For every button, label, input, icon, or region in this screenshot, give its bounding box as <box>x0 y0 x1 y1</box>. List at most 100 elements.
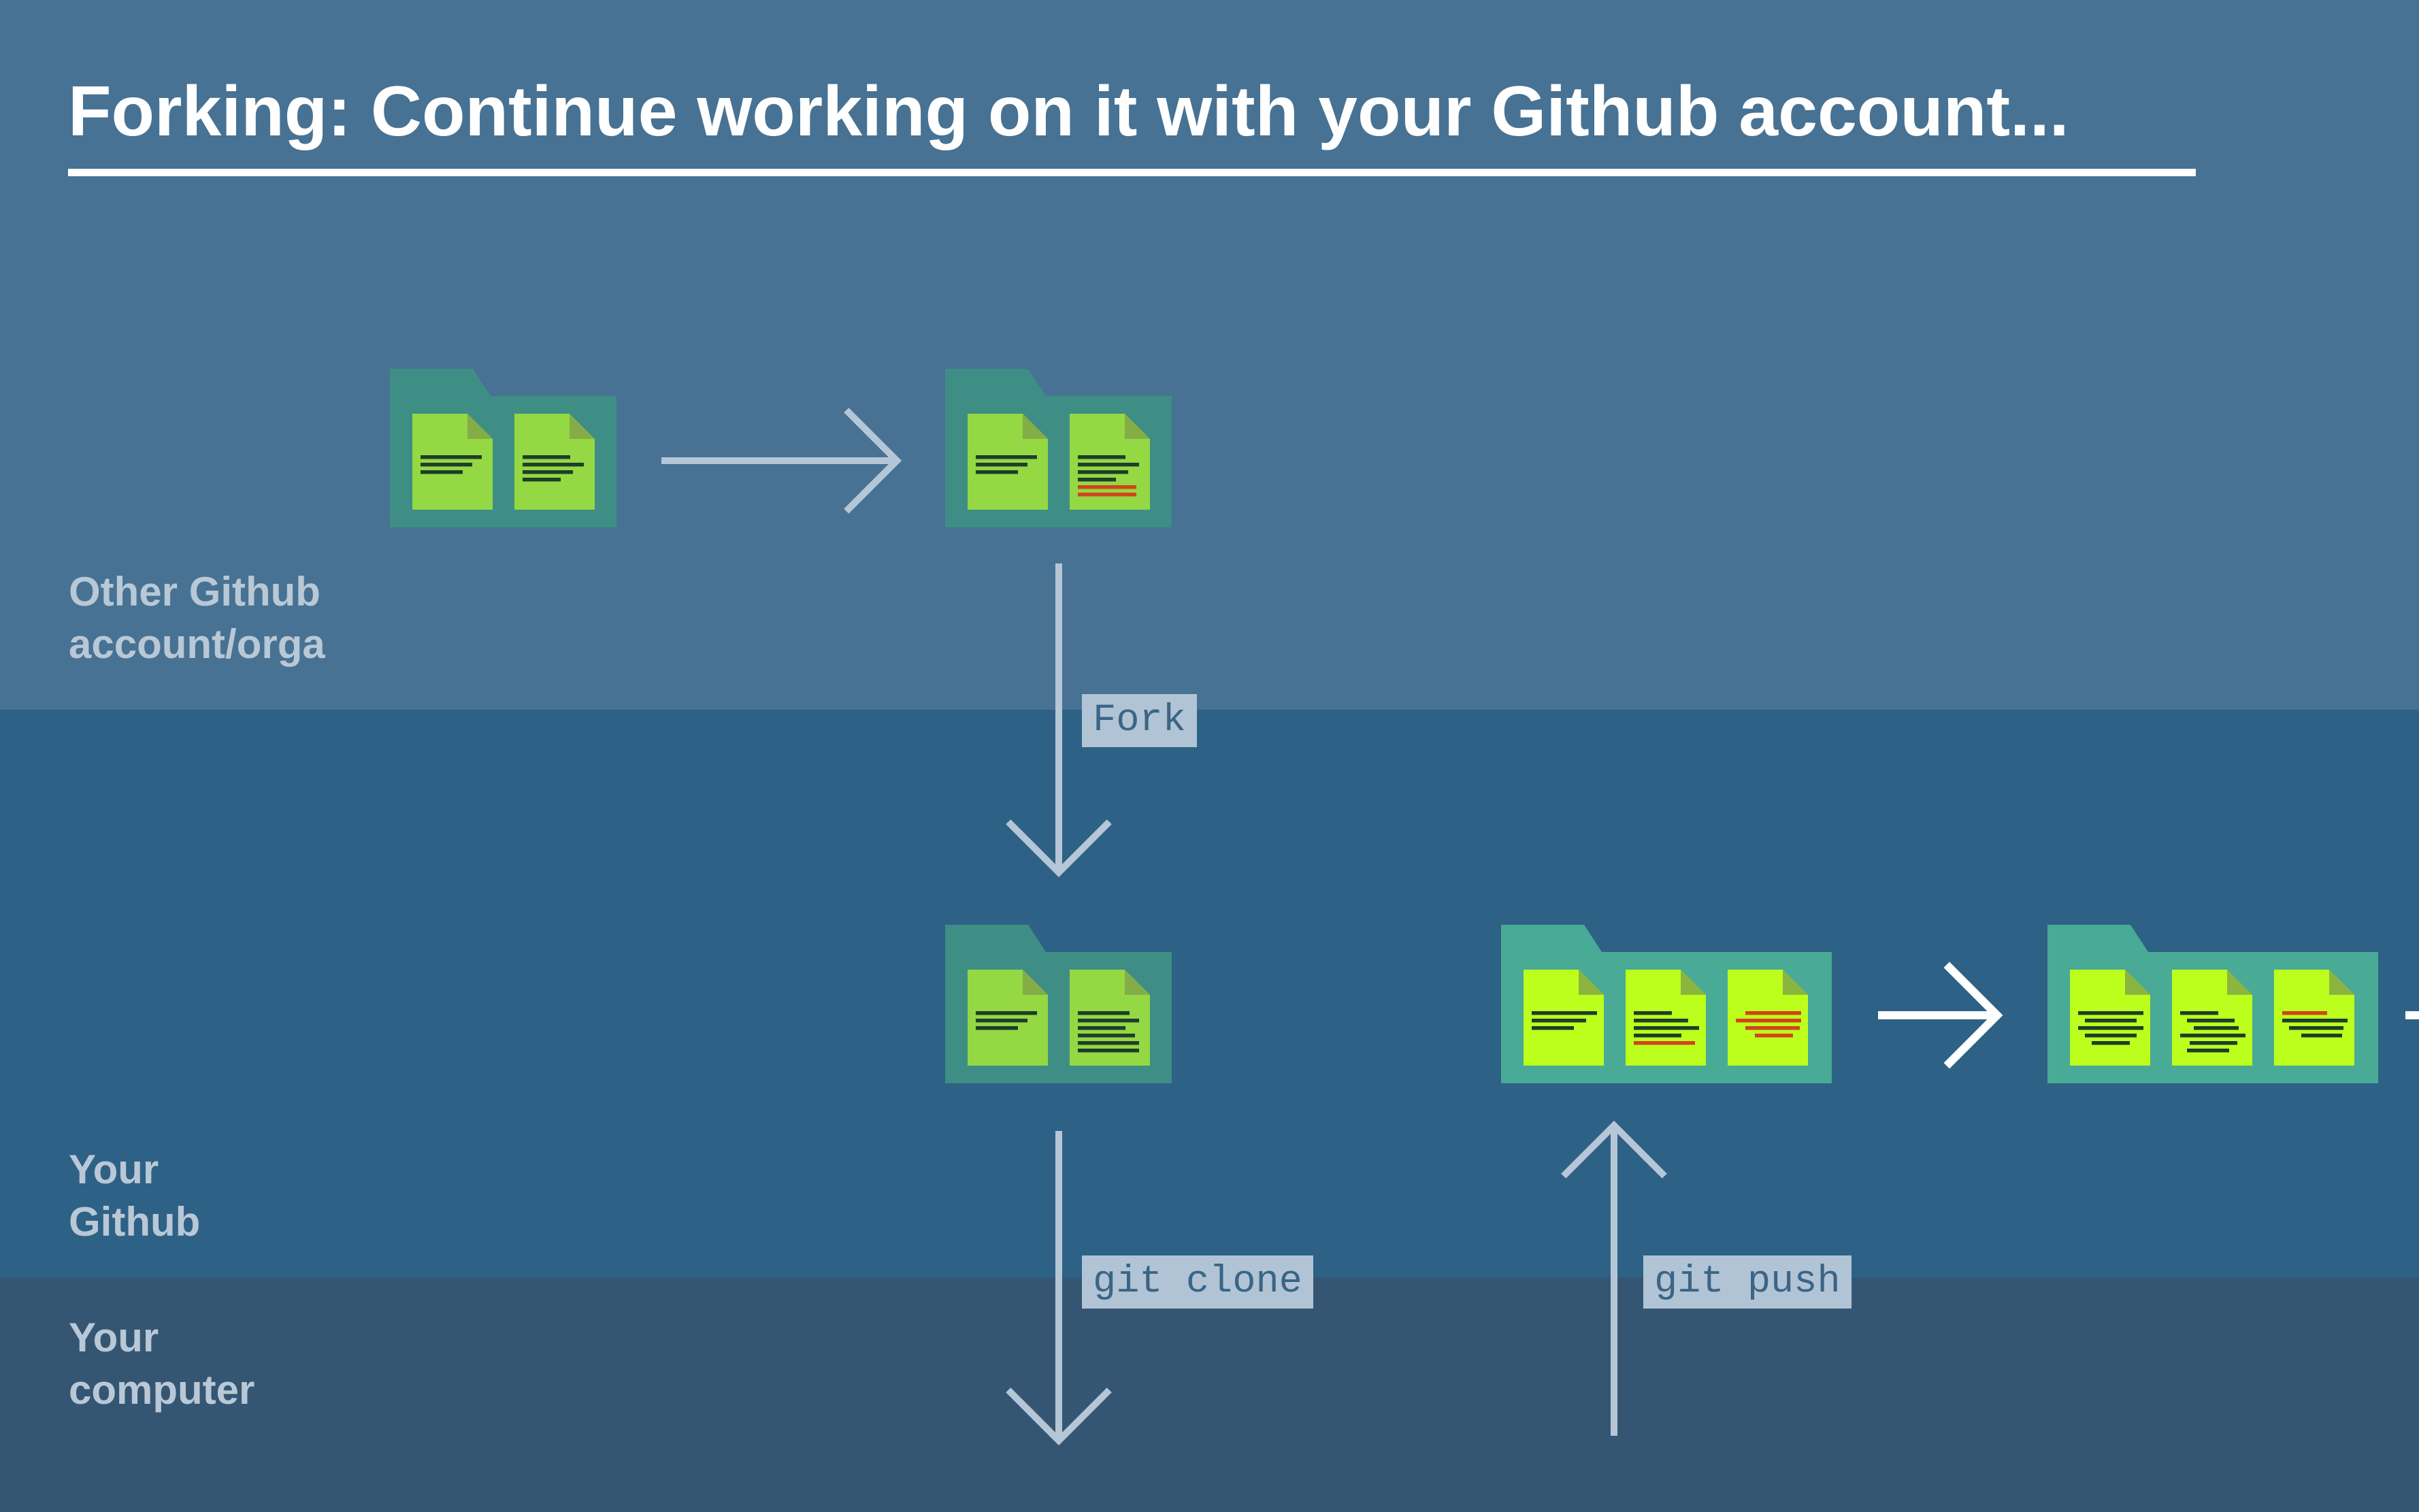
document-icon <box>1524 970 1604 1066</box>
text-line <box>976 1026 1018 1030</box>
document-icon <box>1070 414 1150 510</box>
text-line <box>421 470 463 474</box>
text-line <box>523 463 584 467</box>
text-line <box>523 455 570 459</box>
zone-label-other-line-1: Other Github <box>69 569 320 614</box>
document-corner-fold <box>2329 970 2354 995</box>
zone-label-github-line-1: Your <box>69 1147 159 1192</box>
title-underline <box>68 169 2196 176</box>
text-line <box>1634 1019 1688 1023</box>
text-line <box>1078 478 1116 482</box>
text-line <box>1078 463 1139 467</box>
zone-label-computer-line-1: Your <box>69 1315 159 1360</box>
changed-text-line <box>1755 1034 1793 1038</box>
changed-text-line <box>1078 485 1136 489</box>
document-corner-fold <box>1023 970 1048 995</box>
document-icon <box>2172 970 2252 1066</box>
document-corner-fold <box>467 414 493 439</box>
document-icon <box>2070 970 2150 1066</box>
document-corner-fold <box>1023 414 1048 439</box>
zone-label-github-line-2: Github <box>69 1199 201 1245</box>
document-corner-fold <box>1579 970 1604 995</box>
document-icon <box>1728 970 1808 1066</box>
text-line <box>1634 1011 1672 1015</box>
text-line <box>421 455 482 459</box>
text-line <box>523 478 561 482</box>
text-line <box>976 463 1027 467</box>
page-title: Forking: Continue working on it with you… <box>68 72 2069 151</box>
text-line <box>1078 1049 1139 1053</box>
text-line <box>2078 1011 2143 1015</box>
text-line <box>2085 1034 2137 1038</box>
text-line <box>2092 1041 2130 1045</box>
text-line <box>1078 1019 1139 1023</box>
band-other-account <box>0 0 2419 710</box>
text-line <box>976 455 1037 459</box>
text-line <box>976 470 1018 474</box>
text-line <box>2194 1026 2239 1030</box>
document-icon <box>514 414 595 510</box>
document-corner-fold <box>1125 970 1150 995</box>
text-line <box>523 470 573 474</box>
text-line <box>2180 1034 2245 1038</box>
zone-label-computer-line-2: computer <box>69 1367 255 1413</box>
text-line <box>2301 1034 2342 1038</box>
text-line <box>2289 1026 2343 1030</box>
text-line <box>976 1019 1027 1023</box>
text-line <box>1078 1034 1135 1038</box>
arrow-head <box>1006 819 1112 878</box>
document-icon <box>968 970 1048 1066</box>
changed-text-line <box>2282 1011 2327 1015</box>
document-corner-fold <box>1783 970 1808 995</box>
zone-label-other: Other Github account/orga <box>69 565 325 670</box>
commit-arrow <box>1878 962 2003 1069</box>
arrow-head <box>1006 1387 1112 1446</box>
arrow-head <box>844 408 902 514</box>
text-line <box>1532 1019 1586 1023</box>
arrow-head <box>1561 1120 1667 1179</box>
fork-arrow <box>1006 563 1112 878</box>
document-corner-fold <box>2125 970 2150 995</box>
text-line <box>2085 1019 2137 1023</box>
document-icon <box>2274 970 2354 1066</box>
zone-label-other-line-2: account/orga <box>69 621 325 667</box>
text-line <box>2180 1011 2218 1015</box>
document-icon <box>1070 970 1150 1066</box>
document-corner-fold <box>1125 414 1150 439</box>
text-line <box>2190 1041 2237 1045</box>
changed-text-line <box>1736 1019 1801 1023</box>
document-corner-fold <box>570 414 595 439</box>
git-clone-command-label: git clone <box>1082 1255 1313 1309</box>
text-line <box>1078 455 1125 459</box>
changed-text-line <box>1078 493 1136 497</box>
folder-your-fork-next <box>2047 925 2378 1083</box>
git-push-command-label: git push <box>1643 1255 1852 1309</box>
text-line <box>2078 1026 2143 1030</box>
git-push-arrow <box>1561 1120 1667 1436</box>
arrow-head <box>1943 962 2003 1069</box>
changed-text-line <box>1634 1041 1695 1045</box>
document-icon <box>412 414 493 510</box>
zone-label-github: Your Github <box>69 1143 200 1248</box>
changed-text-line <box>1745 1011 1801 1015</box>
text-line <box>1634 1026 1699 1030</box>
changed-text-line <box>1745 1026 1800 1030</box>
text-line <box>976 1011 1037 1015</box>
text-line <box>2187 1049 2229 1053</box>
band-your-computer <box>0 1278 2419 1512</box>
git-clone-arrow <box>1006 1131 1112 1446</box>
text-line <box>1078 470 1128 474</box>
text-line <box>1634 1034 1681 1038</box>
text-line <box>2282 1019 2348 1023</box>
text-line <box>1532 1026 1574 1030</box>
fork-command-label: Fork <box>1082 694 1197 747</box>
document-corner-fold <box>2227 970 2252 995</box>
zone-label-computer: Your computer <box>69 1311 254 1416</box>
folder-your-fork <box>945 925 1172 1083</box>
folder-original-repo-updated <box>945 369 1172 527</box>
text-line <box>421 463 472 467</box>
folder-original-repo <box>390 369 616 527</box>
band-your-github <box>0 710 2419 1278</box>
document-icon <box>1626 970 1706 1066</box>
